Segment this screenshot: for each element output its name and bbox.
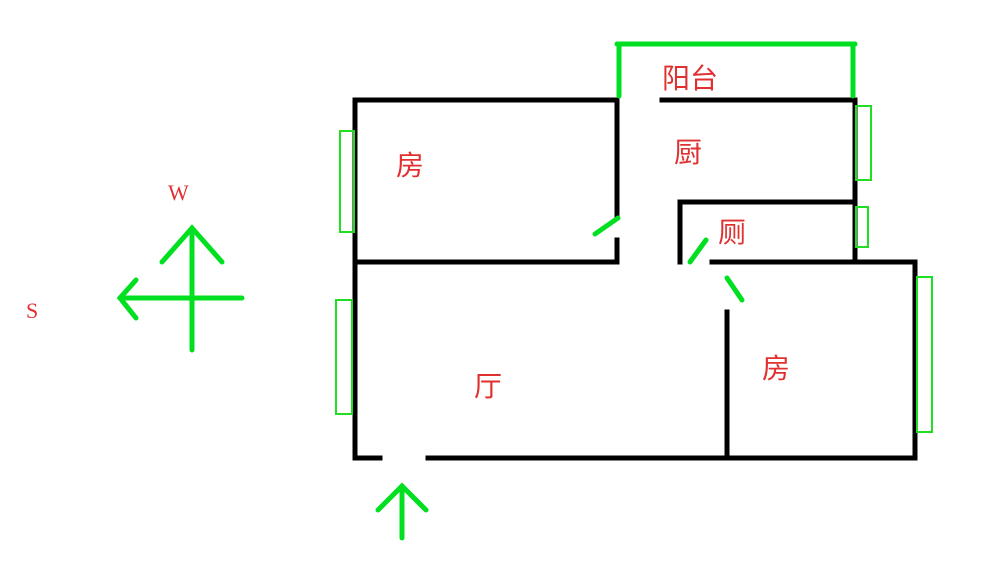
compass-icon bbox=[116, 224, 245, 353]
window-left-bedroom bbox=[339, 130, 355, 233]
balcony-outline bbox=[614, 41, 858, 99]
room-label-balcony: 阳台 bbox=[662, 62, 718, 95]
toilet-door bbox=[687, 237, 709, 265]
window-right-bedroom bbox=[916, 276, 933, 433]
room-label-kitchen: 厨 bbox=[674, 136, 702, 169]
room-label-bedroom-right: 房 bbox=[762, 352, 790, 385]
compass-south-label: S bbox=[26, 298, 38, 323]
right-bedroom-door bbox=[724, 275, 745, 303]
compass-west-label: W bbox=[168, 180, 189, 205]
room-label-living-room: 厅 bbox=[474, 370, 502, 403]
room-label-toilet: 厕 bbox=[718, 216, 746, 249]
window-toilet bbox=[855, 206, 869, 248]
window-kitchen bbox=[855, 105, 872, 181]
room-label-bedroom-left: 房 bbox=[396, 149, 424, 182]
entrance-arrow-icon bbox=[375, 482, 429, 541]
window-living-room bbox=[335, 299, 353, 415]
walls bbox=[352, 97, 918, 461]
bedroom-door bbox=[592, 215, 621, 237]
